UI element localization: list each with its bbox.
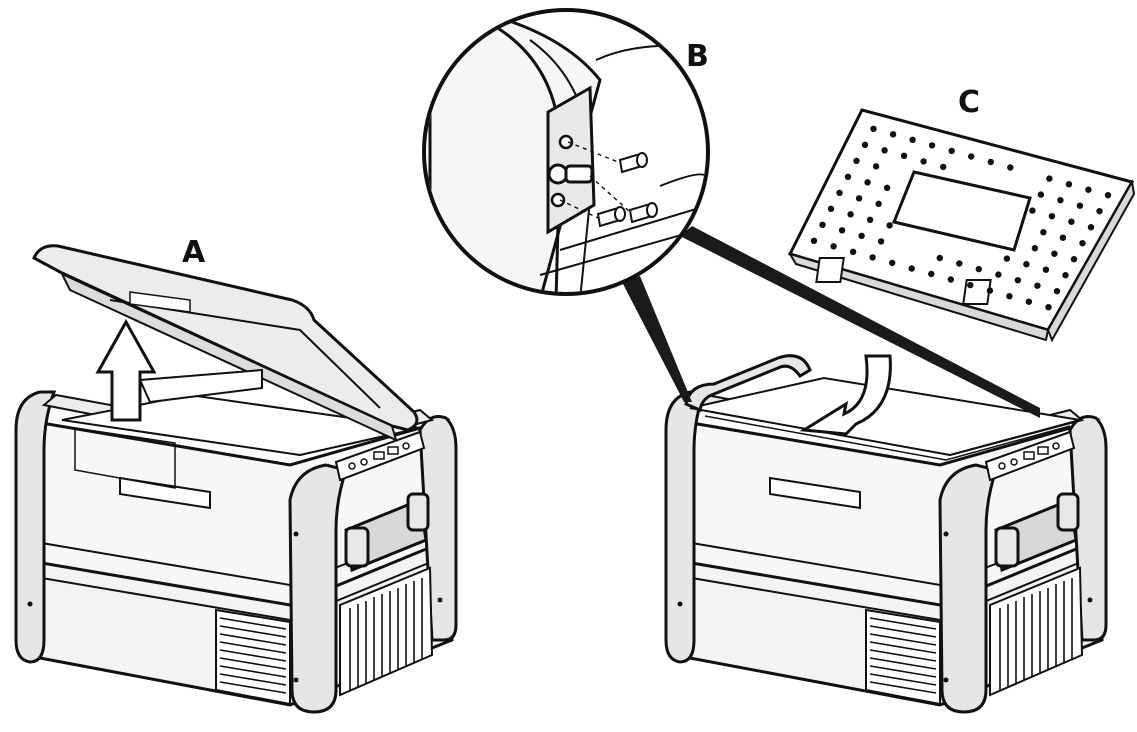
perforation-dot (909, 136, 916, 143)
perforation-dot (1057, 197, 1064, 204)
perforation-dot (810, 237, 818, 244)
perforation-dot (1048, 213, 1056, 220)
perforation-dot (908, 265, 915, 272)
perforation-dot (872, 163, 880, 170)
perforation-dot (881, 147, 888, 154)
perforation-dot (1051, 250, 1058, 257)
perforation-dot (869, 254, 876, 261)
perforation-dot (864, 179, 871, 186)
perforation-dot (819, 221, 826, 228)
perforation-dot (968, 153, 975, 160)
perforation-dot (1059, 234, 1067, 241)
perforation-dot (947, 276, 954, 283)
perforation-dot (847, 211, 854, 218)
lid-panel (787, 108, 1136, 343)
lift-arrow-icon (95, 318, 157, 422)
fridge-lid-removed (664, 354, 1108, 714)
perforation-dot (866, 216, 874, 223)
perforation-dot (948, 147, 955, 155)
insert-arrow-icon (799, 354, 892, 436)
perforation-dot (1087, 224, 1095, 231)
perforation-dot (900, 152, 908, 159)
perforation-dot (889, 259, 896, 267)
perforation-dot (920, 158, 927, 165)
perforation-dot (928, 270, 935, 278)
detail-magnifier (422, 8, 710, 296)
perforation-dot (870, 125, 877, 132)
perforation-dot (855, 195, 863, 202)
perforation-dot (1096, 208, 1103, 215)
perforation-dot (861, 141, 869, 148)
perforation-dot (1068, 218, 1075, 225)
perforation-dot (936, 254, 943, 262)
perforation-dot (844, 173, 852, 180)
perforation-dot (1042, 266, 1050, 273)
perforation-dot (1007, 164, 1014, 171)
fridge-lid-open (14, 244, 458, 714)
perforation-dot (889, 131, 897, 138)
perforation-dot (1046, 175, 1053, 182)
perforation-dot (986, 287, 994, 294)
perforation-dot (1023, 261, 1030, 268)
perforation-dot (883, 184, 891, 191)
perforation-dot (886, 222, 893, 229)
perforation-dot (830, 243, 837, 250)
perforation-dot (858, 232, 865, 239)
perforation-dot (1025, 298, 1033, 305)
perforation-dot (1104, 192, 1112, 199)
screw-icon (628, 202, 658, 224)
perforation-dot (1040, 229, 1047, 236)
screw-icon (618, 152, 648, 174)
perforation-dot (1031, 245, 1039, 252)
perforation-dot (928, 142, 936, 149)
perforation-dot (1029, 207, 1036, 214)
perforation-dot (1065, 181, 1073, 188)
perforation-dot (827, 205, 835, 212)
perforation-dot (838, 227, 846, 234)
callout-label-c: C (958, 85, 980, 120)
perforation-dot (1045, 304, 1052, 311)
perforation-dot (1037, 191, 1045, 198)
perforation-dot (995, 271, 1002, 278)
perforation-dot (1076, 202, 1084, 209)
perforation-dot (1062, 272, 1069, 279)
perforation-dot (849, 248, 857, 255)
screw-icon (596, 206, 626, 228)
callout-wedge (622, 276, 692, 402)
perforation-dot (987, 158, 994, 166)
perforation-dot (1079, 240, 1086, 247)
callout-label-b: B (686, 39, 709, 74)
perforation-dot (836, 189, 843, 196)
perforation-dot (1014, 277, 1022, 284)
callout-label-a: A (182, 235, 206, 270)
perforation-dot (1070, 256, 1078, 263)
perforation-dot (1034, 282, 1041, 289)
perforation-dot (1003, 255, 1011, 262)
perforation-dot (940, 163, 947, 171)
perforation-dot (877, 238, 885, 245)
perforation-dot (1006, 293, 1013, 300)
perforation-dot (956, 260, 963, 267)
perforation-dot (967, 281, 974, 289)
perforation-dot (975, 265, 982, 273)
perforation-dot (1053, 288, 1061, 295)
perforation-dot (853, 157, 860, 164)
perforation-dot (875, 200, 882, 207)
perforation-dot (1085, 186, 1092, 193)
